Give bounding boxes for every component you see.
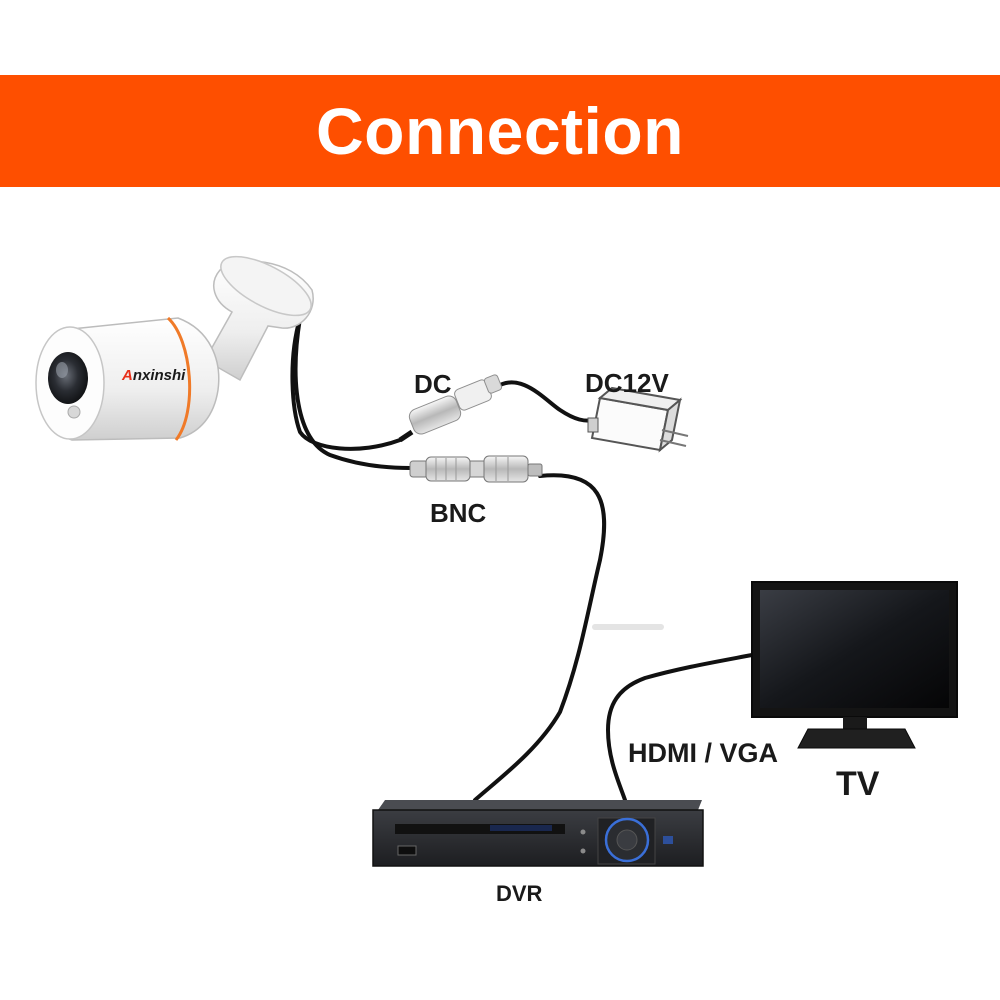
hdmi-vga-label: HDMI / VGA	[628, 738, 778, 768]
bnc-dvr-cable	[473, 473, 607, 802]
ir-sensor-icon	[67, 405, 81, 419]
tv-monitor	[751, 581, 958, 749]
dc12v-adapter	[587, 386, 689, 453]
shadow-line	[592, 624, 664, 630]
mount-base	[220, 255, 312, 317]
page-title: Connection	[316, 94, 684, 168]
bullet-camera: Anxinshi A	[35, 255, 314, 441]
header-banner: Connection	[0, 75, 1000, 187]
camera-brand: Anxinshi	[121, 367, 186, 384]
tv-screen	[760, 590, 949, 708]
tv-neck	[843, 717, 867, 729]
dvr-display	[395, 824, 565, 834]
camera-ring	[166, 316, 192, 441]
dvr-label: DVR	[496, 881, 543, 906]
bnc-connector	[409, 455, 543, 483]
dc-connector	[398, 374, 503, 443]
bnc-label: BNC	[430, 498, 487, 528]
dc-label: DC	[414, 369, 452, 399]
dc12v-label: DC12V	[585, 368, 669, 398]
dvr-led-icon	[663, 836, 673, 844]
hdmi-vga-cable	[605, 653, 754, 802]
tv-label: TV	[836, 765, 880, 803]
svg-text:A: A	[121, 367, 133, 384]
camera-cable	[290, 316, 412, 470]
usb-port-icon	[397, 845, 417, 856]
tv-stand	[797, 728, 916, 749]
dvr-recorder	[372, 800, 704, 867]
lens-icon	[48, 352, 88, 404]
dc-cable	[493, 380, 597, 423]
